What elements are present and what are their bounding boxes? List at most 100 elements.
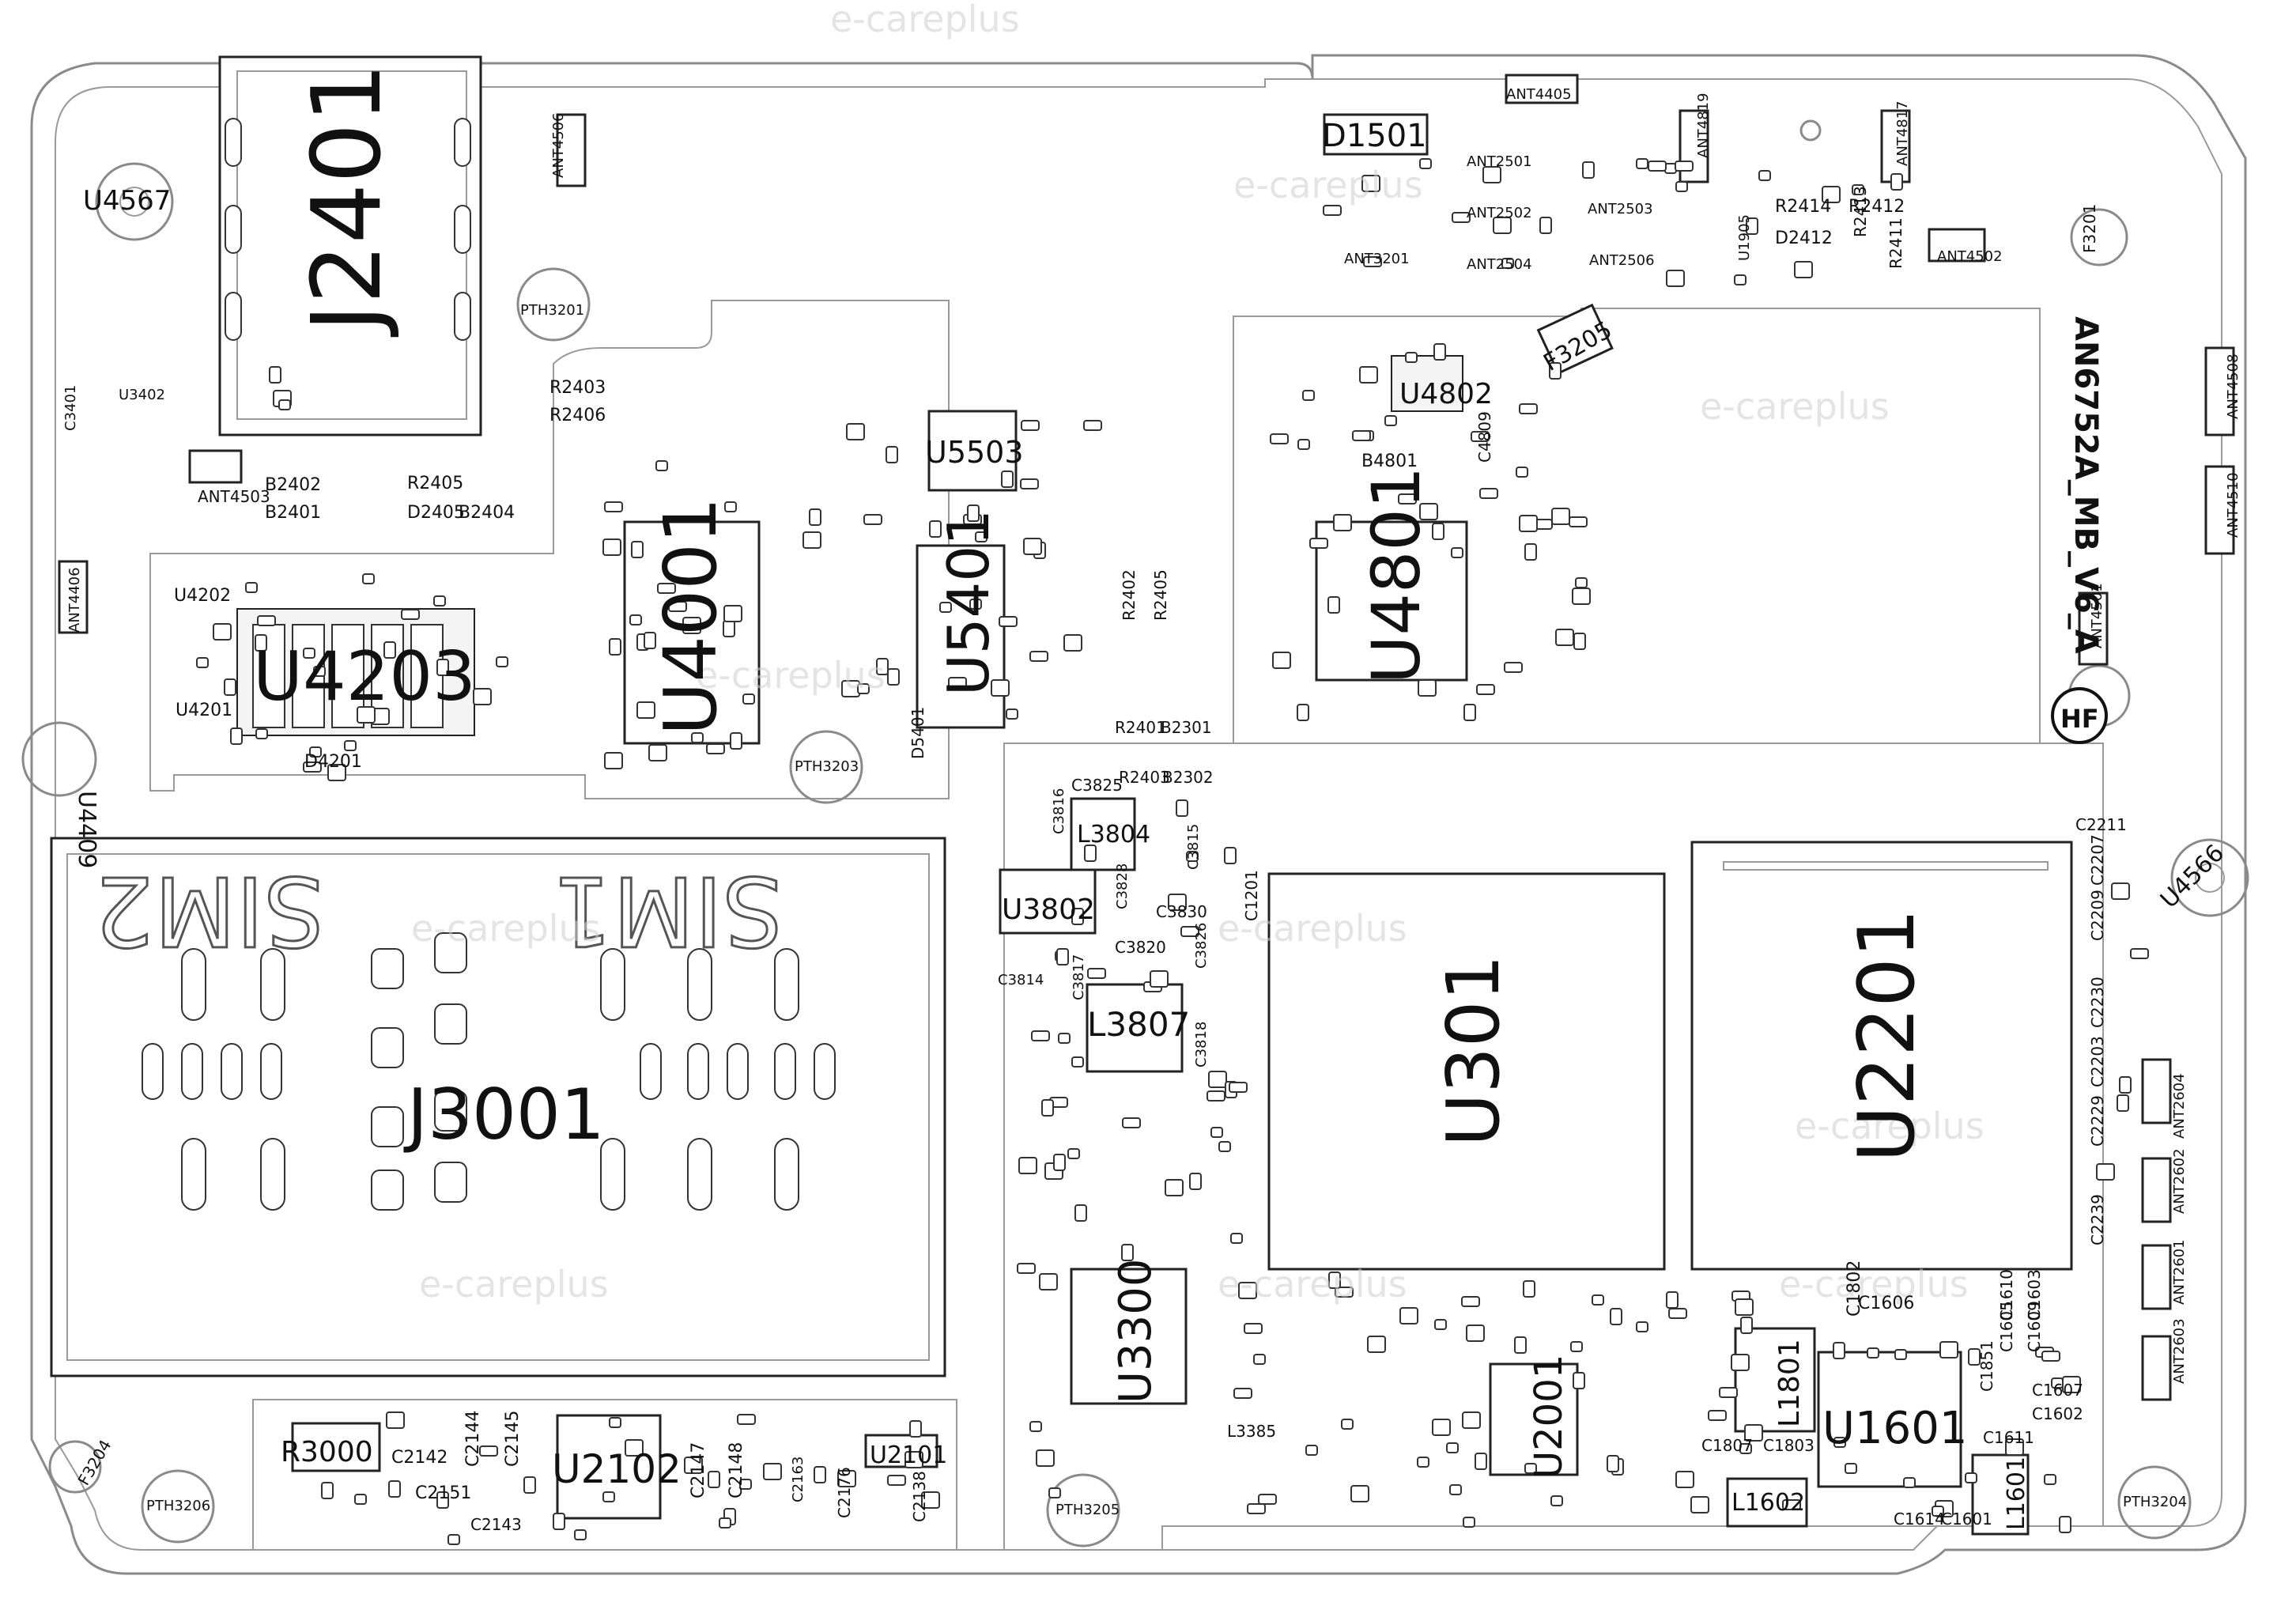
component-label: C2211: [2075, 815, 2127, 834]
component-label: C2148: [727, 1442, 746, 1498]
smd-part: [876, 658, 889, 675]
smd-part: [1636, 1321, 1648, 1332]
svg-text:e-careplus: e-careplus: [411, 907, 601, 950]
smd-part: [1475, 1453, 1487, 1470]
smd-part: [1207, 1090, 1225, 1102]
smd-part: [1575, 577, 1588, 588]
smd-part: [1335, 1287, 1354, 1298]
smd-part: [724, 501, 737, 512]
smd-part: [1020, 478, 1039, 489]
smd-part: [1648, 161, 1667, 172]
smd-part: [1029, 651, 1048, 662]
antenna-pad: [2141, 1157, 2172, 1223]
smd-part: [1582, 161, 1595, 179]
component-label: L1801: [1773, 1339, 1806, 1427]
smd-part: [948, 677, 967, 688]
smd-part: [1519, 403, 1538, 414]
smd-part: [719, 1517, 731, 1529]
component-label: C1609: [2025, 1301, 2044, 1352]
svg-text:e-careplus: e-careplus: [1233, 164, 1423, 206]
component-label: B2401: [265, 503, 321, 523]
component-label: B2404: [459, 503, 515, 523]
smd-part: [602, 1491, 615, 1502]
smd-part: [1233, 1388, 1252, 1399]
component-label: PTH3206: [146, 1498, 210, 1514]
component-label: U4202: [174, 586, 231, 606]
sim-pad: [687, 1043, 709, 1100]
svg-text:e-careplus: e-careplus: [1795, 1105, 1984, 1147]
component-label: U5503: [925, 435, 1024, 470]
smd-part: [2005, 1438, 2024, 1456]
sim-pad: [600, 1138, 625, 1211]
u3802-chip: [999, 868, 1097, 935]
smd-part: [224, 678, 236, 696]
smd-part: [1573, 1372, 1585, 1389]
smd-part: [1668, 1308, 1687, 1319]
smd-part: [1539, 217, 1552, 234]
smd-part: [1519, 515, 1538, 532]
smd-part: [1328, 1272, 1341, 1289]
smd-part: [313, 666, 326, 677]
smd-part: [1739, 1443, 1752, 1454]
component-label: PTH3204: [2123, 1494, 2187, 1510]
component-labels: U4567U4409U4566U5503U4802U3802L3804L3807…: [62, 86, 2241, 1534]
component-label: ANT4506: [550, 112, 567, 178]
smd-part: [1476, 684, 1495, 695]
component-label: R2405: [407, 474, 463, 493]
sim-pad: [774, 948, 799, 1021]
smd-part: [1610, 1308, 1622, 1325]
smd-part: [1350, 1485, 1369, 1502]
smd-part: [1048, 1487, 1061, 1498]
smd-part: [1903, 1477, 1916, 1488]
smd-part: [255, 634, 267, 652]
smd-part: [1479, 488, 1498, 499]
antenna-pad: [2204, 465, 2235, 555]
component-label: C3817: [1071, 954, 1087, 1000]
smd-part: [1333, 514, 1352, 531]
smd-part: [1071, 908, 1084, 925]
hf-badge-circle: [2051, 687, 2108, 744]
smd-part: [1418, 679, 1437, 697]
smd-part: [1463, 704, 1476, 721]
svg-text:SIM1: SIM1: [553, 855, 783, 965]
component-label: PTH3201: [520, 302, 584, 319]
smd-part: [245, 582, 258, 593]
smd-part: [1675, 161, 1694, 172]
smd-part: [2119, 1076, 2132, 1094]
smd-part: [629, 614, 642, 625]
smd-part: [1740, 1317, 1753, 1334]
component-label: F3204: [74, 1436, 115, 1488]
u4801-chip: [1315, 520, 1468, 682]
component-label: C2138: [910, 1471, 929, 1522]
smd-part: [1493, 217, 1512, 234]
smd-part: [196, 657, 209, 668]
smd-part: [574, 1529, 587, 1540]
smd-part: [1071, 1056, 1084, 1068]
smd-part: [383, 641, 396, 659]
smd-part: [1258, 1494, 1277, 1505]
smd-part: [1550, 1495, 1563, 1506]
u5401-chip: [916, 544, 1006, 729]
smd-part: [1551, 508, 1570, 525]
shield-frame-left: [149, 300, 950, 799]
smd-part: [1180, 926, 1199, 937]
smd-part: [1523, 1280, 1535, 1298]
smd-part: [1852, 184, 1864, 195]
component-label: C1603: [2025, 1269, 2044, 1321]
smd-part: [887, 668, 900, 686]
smd-part: [730, 732, 742, 750]
smd-part: [904, 1451, 923, 1468]
component-label: ANT4501: [2089, 583, 2105, 648]
svg-text:SIM2: SIM2: [94, 855, 324, 965]
d1501-diode: [1323, 113, 1429, 156]
smd-part: [1067, 1148, 1080, 1159]
smd-part: [1463, 1517, 1475, 1528]
sim-pad: [260, 1043, 282, 1100]
smd-part: [1708, 1410, 1727, 1421]
svg-text:e-careplus: e-careplus: [1779, 1263, 1969, 1306]
j3001-label: J3001: [403, 1074, 605, 1155]
u5401-label: U5401: [935, 509, 1002, 696]
antenna-pad: [2141, 1058, 2172, 1124]
f3205-fuse: [1536, 303, 1614, 375]
